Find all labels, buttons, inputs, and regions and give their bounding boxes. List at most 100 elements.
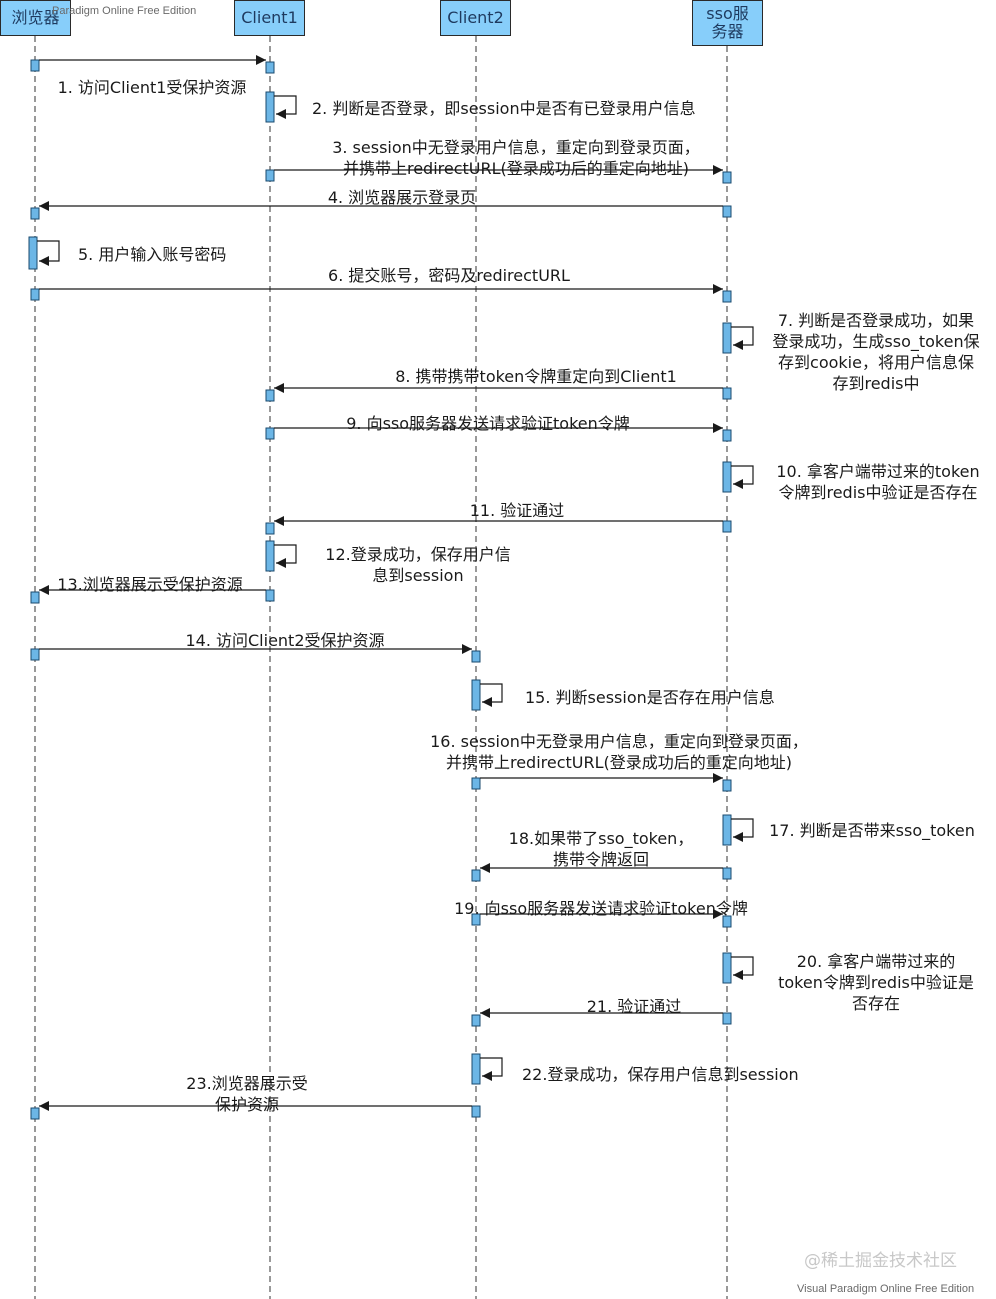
message-label-line: 登录成功，生成sso_token保 <box>772 332 979 352</box>
activation-bar-client1 <box>265 91 275 123</box>
lifeline-header-label: Client1 <box>241 7 298 27</box>
message-1: 1. 访问Client1受保护资源 <box>39 55 266 97</box>
message-label-line: 3. session中无登录用户信息，重定向到登录页面， <box>332 138 700 157</box>
message-label-line: 息到session <box>372 566 463 585</box>
watermark-top: Paradigm Online Free Edition <box>52 5 197 17</box>
activation-box-client1 <box>265 427 275 440</box>
self-message-arrow <box>480 1057 503 1081</box>
activation-box-sso <box>722 171 732 184</box>
activation-bar-sso <box>722 461 732 493</box>
brand-watermark: @稀土掘金技术社区 <box>804 1251 957 1271</box>
message-21: 21. 验证通过 <box>480 997 723 1018</box>
message-label-line: 7. 判断是否登录成功，如果 <box>778 311 974 330</box>
message-label-line: 并携带上redirectURL(登录成功后的重定向地址) <box>343 159 689 178</box>
message-label-line: 2. 判断是否登录，即session中是否有已登录用户信息 <box>312 99 696 118</box>
activation-box-browser <box>30 59 40 72</box>
message-8: 8. 携带携带token令牌重定向到Client1 <box>274 367 723 393</box>
message-label-line: 8. 携带携带token令牌重定向到Client1 <box>395 367 677 386</box>
activation-bar-sso <box>722 814 732 846</box>
lifelines <box>34 36 728 1299</box>
activation-bar-sso <box>722 952 732 984</box>
activation-box-sso <box>722 779 732 792</box>
message-label-line: 携带令牌返回 <box>553 850 649 869</box>
message-label-line: 存到redis中 <box>832 374 919 393</box>
watermark-bottom: Visual Paradigm Online Free Edition <box>797 1283 975 1295</box>
activation-box-client2 <box>471 869 481 882</box>
self-message-arrow <box>731 956 754 980</box>
message-label-line: 否存在 <box>852 994 900 1013</box>
activation-box-client1 <box>265 169 275 182</box>
message-9: 9. 向sso服务器发送请求验证token令牌 <box>274 414 723 433</box>
self-message-arrow <box>274 544 297 568</box>
message-label-line: 11. 验证通过 <box>470 501 565 520</box>
activation-box-client1 <box>265 61 275 74</box>
message-label-line: token令牌到redis中验证是 <box>778 973 974 992</box>
activation-box-client2 <box>471 1014 481 1027</box>
message-17: 17. 判断是否带来sso_token <box>722 814 975 846</box>
message-label-line: 13.浏览器展示受保护资源 <box>57 575 242 594</box>
activation-bar-sso <box>722 322 732 354</box>
message-18: 18.如果带了sso_token，携带令牌返回 <box>480 829 723 873</box>
message-6: 6. 提交账号，密码及redirectURL <box>39 266 723 294</box>
activation-box-browser <box>30 591 40 604</box>
lifeline-header-browser: 浏览器 <box>0 0 71 36</box>
message-label-line: 20. 拿客户端带过来的 <box>797 952 956 971</box>
message-4: 4. 浏览器展示登录页 <box>39 188 723 211</box>
activation-box-client2 <box>471 1105 481 1118</box>
activation-box-browser <box>30 648 40 661</box>
self-message-arrow <box>731 326 754 350</box>
message-label-line: 12.登录成功，保存用户信 <box>325 545 510 564</box>
activation-box-sso <box>722 915 732 928</box>
message-2: 2. 判断是否登录，即session中是否有已登录用户信息 <box>265 91 696 123</box>
message-label-line: 23.浏览器展示受 <box>186 1074 307 1093</box>
activation-box-sso <box>722 520 732 533</box>
message-5: 5. 用户输入账号密码 <box>28 236 226 270</box>
message-label-line: 并携带上redirectURL(登录成功后的重定向地址) <box>446 753 792 772</box>
message-10: 10. 拿客户端带过来的token 令牌到redis中验证是否存在 <box>722 461 980 502</box>
message-label-line: 4. 浏览器展示登录页 <box>328 188 476 207</box>
activation-box-browser <box>30 1107 40 1120</box>
activation-box-browser <box>30 207 40 220</box>
self-message-arrow <box>274 95 297 119</box>
lifeline-header-label: 浏览器 <box>11 7 60 27</box>
message-label-line: 6. 提交账号，密码及redirectURL <box>328 266 570 285</box>
message-15: 15. 判断session是否存在用户信息 <box>471 679 775 711</box>
self-message-arrow <box>37 240 60 266</box>
activation-bar-browser <box>28 236 38 270</box>
message-label-line: 存到cookie，将用户信息保 <box>778 353 974 372</box>
activation-bar-client1 <box>265 540 275 572</box>
message-3: 3. session中无登录用户信息，重定向到登录页面， 并携带上redirect… <box>274 138 723 178</box>
lifeline-header-sso: sso服务器 <box>692 0 763 46</box>
message-label-line: 10. 拿客户端带过来的token <box>776 462 979 481</box>
message-label-line: 1. 访问Client1受保护资源 <box>58 78 247 97</box>
activation-box-sso <box>722 387 732 400</box>
message-12: 12.登录成功，保存用户信息到session <box>265 540 511 585</box>
message-label-line: 保护资源 <box>215 1095 279 1114</box>
activation-box-client2 <box>471 650 481 663</box>
activation-box-sso <box>722 429 732 442</box>
message-label-line: 15. 判断session是否存在用户信息 <box>525 688 775 707</box>
activation-box-sso <box>722 205 732 218</box>
self-message-arrow <box>731 465 754 489</box>
message-16: 16. session中无登录用户信息，重定向到登录页面， 并携带上redirec… <box>430 732 808 783</box>
self-message-arrow <box>731 818 754 842</box>
message-23: 23.浏览器展示受保护资源 <box>39 1074 472 1114</box>
activation-box-sso <box>722 290 732 303</box>
activation-box-client1 <box>265 522 275 535</box>
message-22: 22.登录成功，保存用户信息到session <box>471 1053 799 1085</box>
message-19: 19. 向sso服务器发送请求验证token令牌 <box>454 899 748 919</box>
activations <box>30 59 732 1120</box>
message-label-line: 令牌到redis中验证是否存在 <box>778 483 977 502</box>
activation-bar-client2 <box>471 1053 481 1085</box>
message-label-line: 17. 判断是否带来sso_token <box>769 821 975 841</box>
message-14: 14. 访问Client2受保护资源 <box>39 631 472 654</box>
lifeline-header-label: Client2 <box>447 7 504 27</box>
message-label-line: 14. 访问Client2受保护资源 <box>185 631 384 650</box>
activation-box-client1 <box>265 389 275 402</box>
message-label-line: 16. session中无登录用户信息，重定向到登录页面， <box>430 732 808 751</box>
activation-box-sso <box>722 867 732 880</box>
activation-box-browser <box>30 288 40 301</box>
